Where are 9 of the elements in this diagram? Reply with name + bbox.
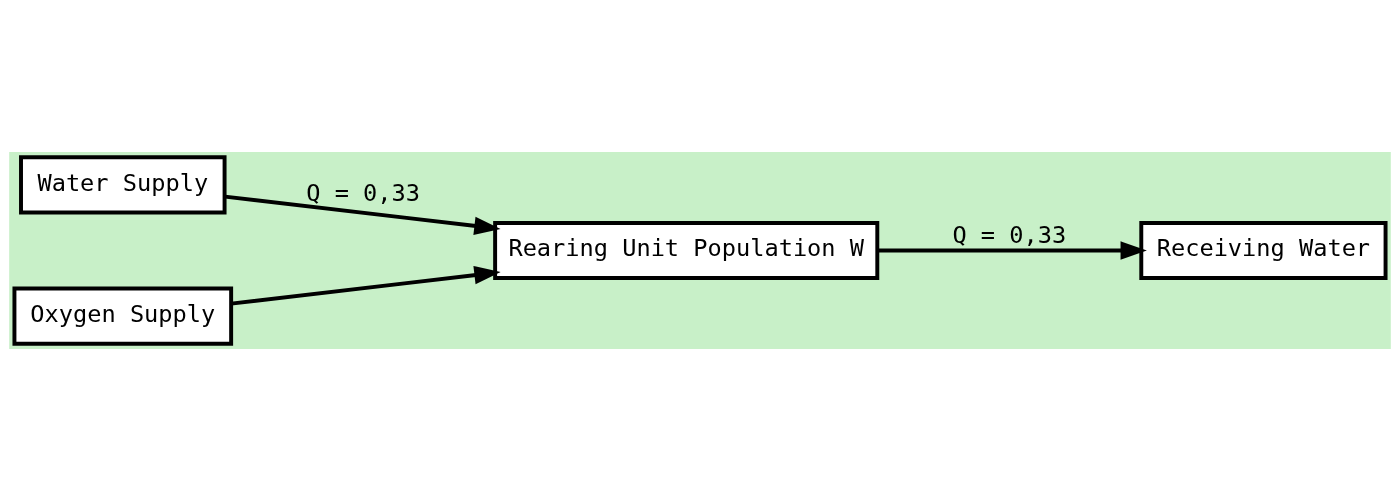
node-box: Oxygen Supply — [12, 286, 234, 346]
node-box: Receiving Water — [1139, 220, 1388, 280]
arrow — [877, 240, 1147, 260]
node-box: Rearing Unit Population W — [493, 220, 880, 280]
arrow — [224, 194, 501, 235]
node-box: Water Supply — [19, 154, 227, 214]
arrow — [231, 265, 501, 306]
edge-label: Q = 0,33 — [306, 178, 421, 207]
edge-label: Q = 0,33 — [952, 220, 1067, 249]
